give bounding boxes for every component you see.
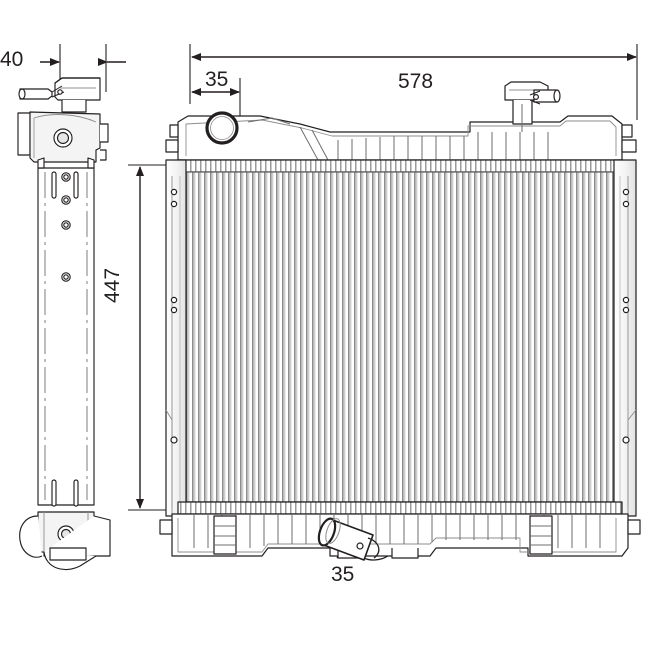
dim-35-bottom-label: 35	[331, 563, 355, 586]
dim-35-top-label: 35	[205, 68, 229, 91]
dim-35-top-group	[191, 78, 241, 118]
right-side-tank	[613, 159, 637, 517]
side-mounting-bracket	[19, 511, 111, 571]
top-tank-ribs	[337, 132, 549, 160]
left-side-tank	[165, 159, 187, 517]
inlet-port	[205, 111, 239, 145]
bottom-tank	[159, 501, 641, 559]
outlet-pipe	[317, 517, 380, 561]
front-elevation-view	[159, 81, 641, 561]
filler-cap	[504, 81, 561, 132]
dim-40-label: 40	[0, 48, 24, 71]
dim-578-group	[189, 44, 638, 120]
side-core-slab	[37, 157, 95, 507]
radiator-core	[185, 171, 615, 503]
dim-447-label: 447	[101, 267, 124, 303]
side-profile-view	[17, 77, 111, 571]
dim-578-label: 578	[398, 70, 434, 93]
side-filler-cap	[18, 77, 101, 113]
side-upper-tank	[17, 111, 109, 163]
